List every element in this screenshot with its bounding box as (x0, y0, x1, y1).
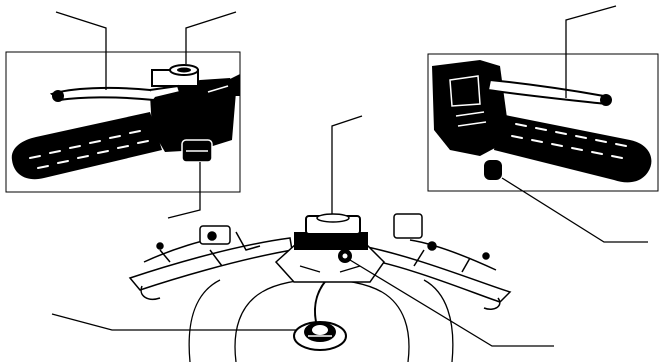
center-cable (314, 275, 331, 323)
callout-center-reservoir (331, 115, 363, 214)
overview-handlebar-right (349, 213, 512, 310)
left-detail-panel (5, 51, 241, 193)
left-reservoir-cap (151, 64, 199, 87)
left-lever (49, 84, 182, 102)
center-overview (128, 213, 512, 362)
right-choke-knob (484, 160, 502, 180)
callout-left-switch (167, 162, 201, 219)
left-grip (11, 112, 162, 180)
right-panel-frame (427, 53, 659, 192)
left-switch-housing (150, 78, 236, 163)
callout-leaders (51, 5, 648, 347)
right-detail-panel (427, 53, 659, 192)
callout-right-lever (565, 5, 617, 98)
overview-handlebar-left (128, 225, 293, 300)
left-panel-frame (5, 51, 241, 193)
fuel-cap (293, 321, 347, 351)
right-grip (494, 114, 652, 183)
callout-left-reservoir (185, 11, 237, 64)
callout-ignition (349, 259, 554, 347)
left-bar-end (228, 74, 240, 96)
right-lever (486, 78, 612, 106)
callout-fuel-cap (51, 313, 296, 331)
instrument-block (274, 213, 385, 283)
callout-right-choke (501, 177, 648, 243)
callout-left-lever (55, 11, 107, 90)
